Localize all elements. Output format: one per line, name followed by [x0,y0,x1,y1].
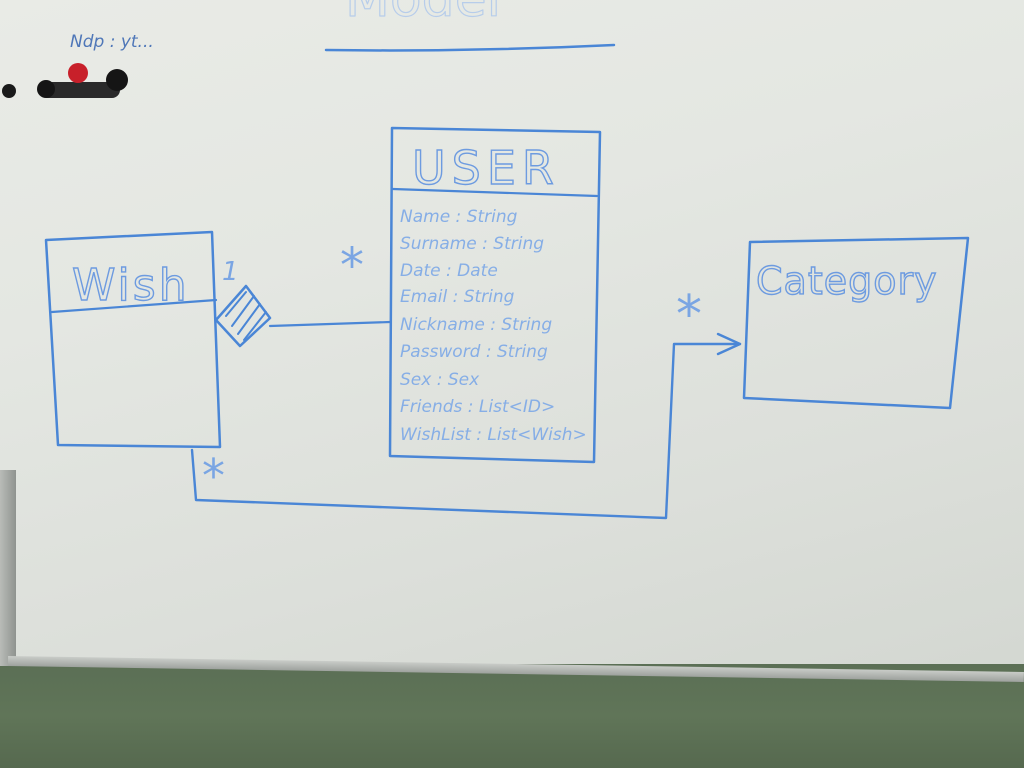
class-category: Category [742,236,970,410]
magnet-black-small [2,84,16,98]
association-wish-user: 1 * [214,238,392,348]
multiplicity-user-side: * [340,238,364,294]
user-attribute: Email : String [400,287,515,307]
composition-diamond-fill [225,291,267,341]
magnet-black-left [37,80,55,98]
user-attribute: Friends : List<ID> [400,397,555,417]
class-user-box [388,126,602,464]
heading-underline [324,43,616,52]
class-category-name: Category [756,259,938,303]
whiteboard-frame-left [0,470,16,666]
class-wish-box [44,230,222,449]
association-wish-category: * * [190,285,742,520]
class-user-name: USER [412,141,560,195]
user-attribute: Name : String [400,207,518,227]
magnet-red [68,63,88,83]
class-wish: Wish [44,230,222,449]
user-attribute: Password : String [400,342,548,362]
class-wish-divider [50,298,218,314]
user-attribute: Nickname : String [400,315,552,335]
class-user: USER Name : String Surname : String Date… [388,126,602,464]
user-attribute: Sex : Sex [400,370,480,390]
magnet-black-right [106,69,128,91]
multiplicity-wish-bottom: * [202,449,225,503]
multiplicity-wish-side: 1 [222,257,239,287]
corner-note: Ndp : yt... [70,32,154,52]
user-attribute: Date : Date [400,261,498,281]
whiteboard [0,0,1024,690]
association-line-wish-category [190,342,742,520]
class-wish-name: Wish [72,260,190,311]
heading-fragment: Model [345,0,501,29]
floor [0,664,1024,768]
multiplicity-category-side: * [676,285,702,345]
composition-diamond [214,284,272,348]
magnets [2,63,128,98]
association-arrowhead [716,332,742,356]
class-category-box [742,236,970,410]
user-attribute: WishList : List<Wish> [400,425,587,445]
user-attribute: Surname : String [400,234,544,254]
magnet-bar [40,82,120,98]
association-line-wish-user [268,320,392,328]
class-user-divider [391,187,599,198]
class-user-attributes: Name : String Surname : String Date : Da… [400,207,587,445]
